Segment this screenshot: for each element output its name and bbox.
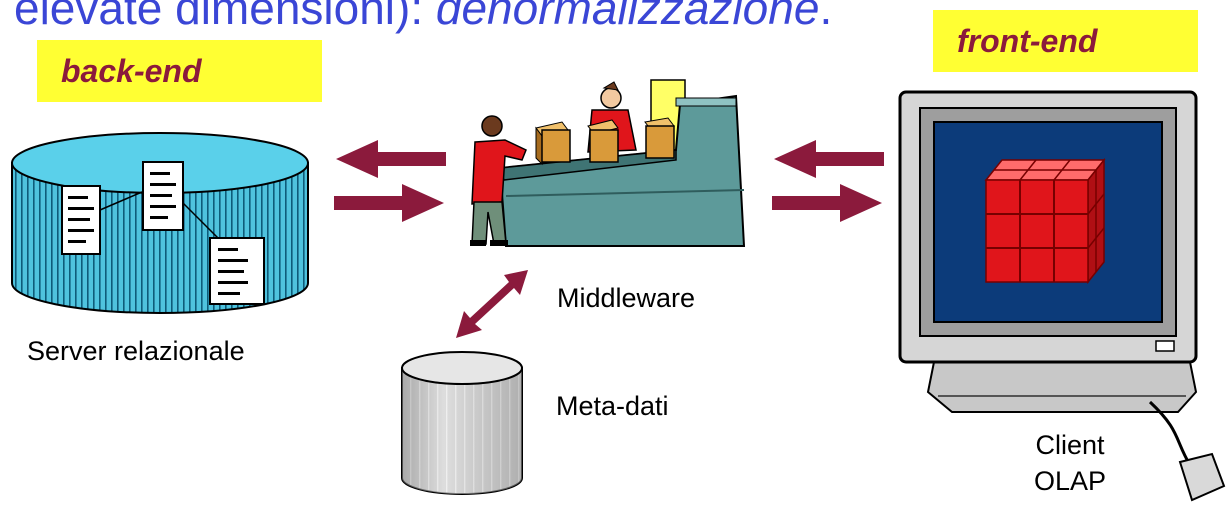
headline-prefix: elevate dimensioni): [14, 0, 436, 34]
mouse-icon [1178, 452, 1226, 502]
left-arrow-icon [774, 140, 884, 178]
double-arrow-icon [456, 270, 528, 338]
box-icon [587, 119, 619, 163]
document-icon [142, 161, 184, 231]
document-icon [61, 185, 101, 255]
olap-cube-icon [984, 157, 1106, 285]
middleware-label: Middleware [557, 283, 696, 313]
box-icon [535, 121, 571, 166]
conveyor-workers-icon [470, 79, 746, 247]
headline-emphasis: denormalizzazione [435, 0, 820, 34]
client-label-line2: OLAP [1033, 466, 1107, 496]
document-icon [209, 237, 265, 305]
client-label-line1: Client [1035, 430, 1105, 460]
right-arrow-icon [334, 184, 444, 222]
grey-cylinder-icon [401, 351, 523, 495]
metadata-label: Meta-dati [556, 391, 669, 421]
right-arrow-icon [772, 184, 882, 222]
back-end-tag: back-end [37, 40, 322, 102]
computer-monitor-icon [898, 90, 1226, 502]
headline-suffix: . [819, 0, 833, 34]
box-icon [644, 117, 675, 159]
database-cylinder-icon [11, 132, 309, 314]
left-arrow-icon [336, 140, 446, 178]
server-label: Server relazionale [27, 336, 245, 366]
front-end-tag: front-end [933, 10, 1198, 72]
slide-headline: elevate dimensioni): denormalizzazione. [14, 0, 832, 38]
